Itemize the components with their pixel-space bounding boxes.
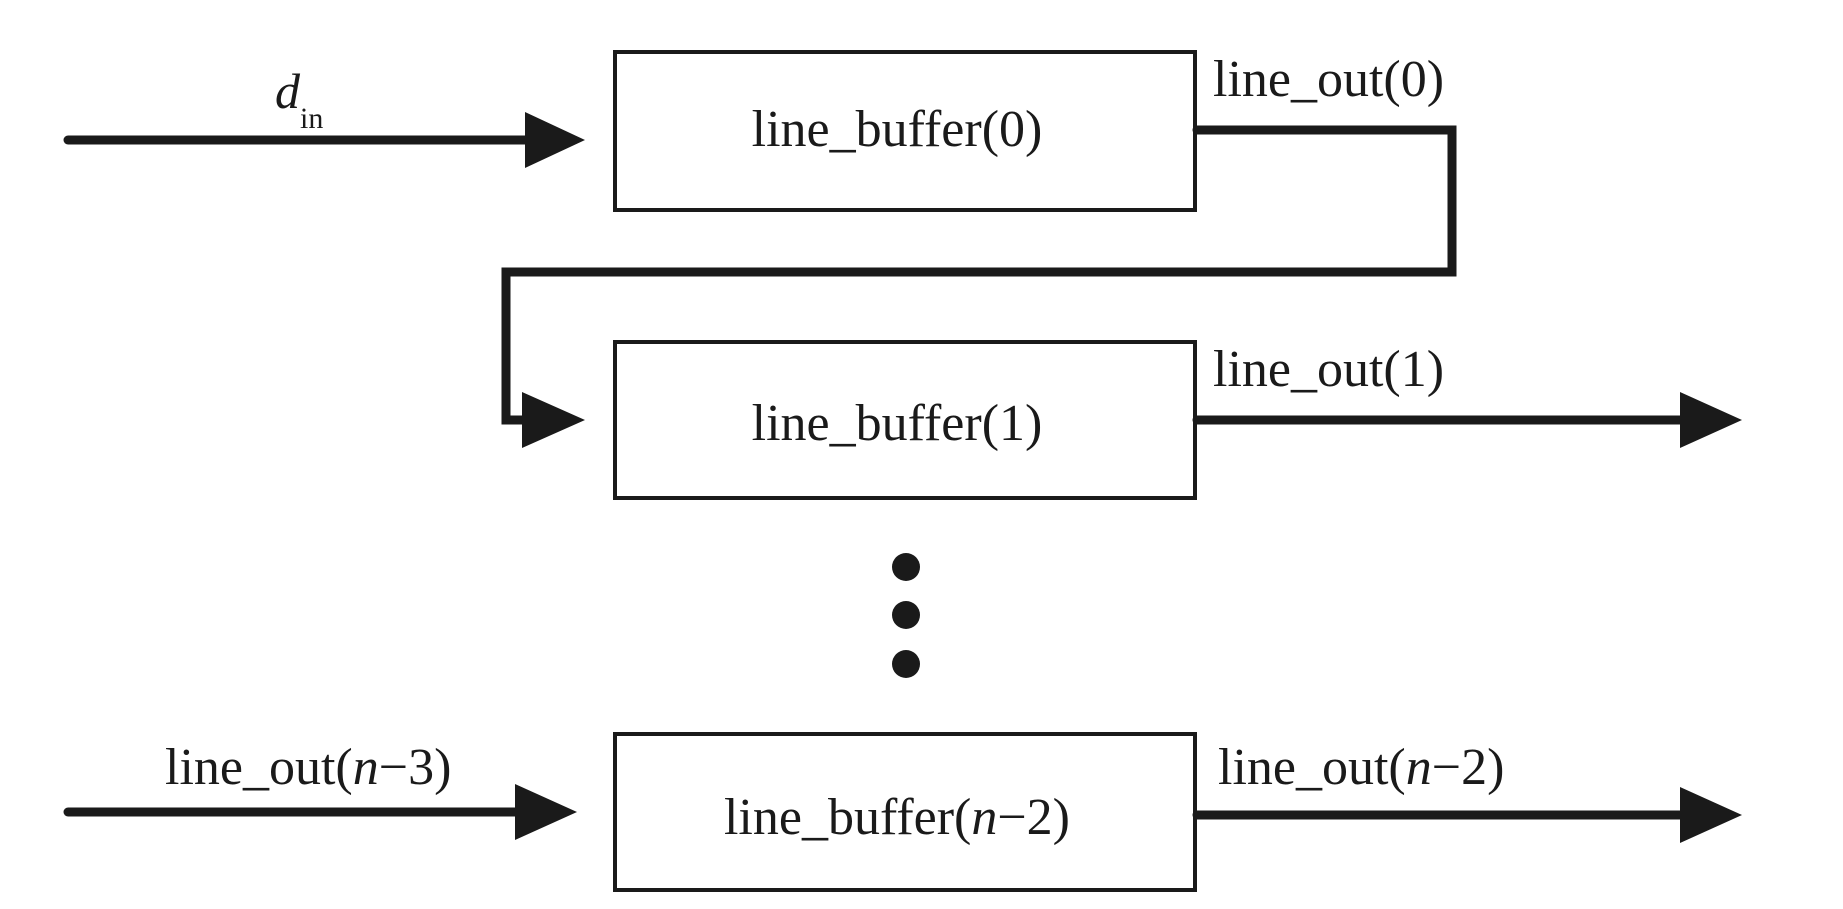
connector-line-out-0	[501, 125, 1457, 448]
ellipsis-dot	[892, 601, 920, 629]
input-label-din: din	[275, 63, 323, 135]
line-out-n-3-label: line_out(n−3)	[165, 739, 451, 796]
input-label-sub: in	[300, 102, 323, 135]
output-arrow-1	[1192, 392, 1742, 448]
line-buffer-1-box	[613, 340, 1197, 500]
line-buffer-n-2-label: line_buffer(n−2)	[724, 789, 1070, 846]
input-label-d: d	[275, 63, 301, 119]
ellipsis-dot	[892, 553, 920, 581]
ellipsis-dots	[892, 553, 920, 678]
input-arrow-din	[63, 112, 585, 168]
input-arrow-n-3	[63, 784, 577, 840]
ellipsis-dot	[892, 650, 920, 678]
line-buffer-0-label: line_buffer(0)	[752, 101, 1043, 158]
line-buffer-1-label: line_buffer(1)	[752, 395, 1043, 452]
line-out-1-label: line_out(1)	[1213, 341, 1444, 398]
output-arrow-n-2	[1192, 787, 1742, 843]
line-out-n-2-label: line_out(n−2)	[1218, 739, 1504, 796]
line-out-0-label: line_out(0)	[1213, 51, 1444, 108]
